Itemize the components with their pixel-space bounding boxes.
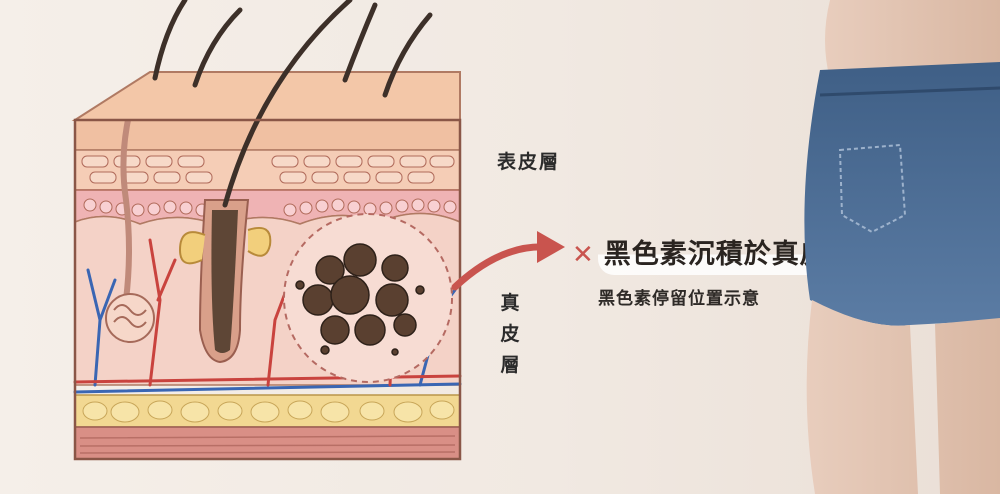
skin-cross-section	[71, 0, 462, 461]
melanin-deposit	[295, 243, 425, 356]
hair-root	[211, 210, 238, 353]
epidermis-label: 表皮層	[497, 151, 561, 173]
fat-cells	[82, 400, 455, 423]
stratum-corneum	[74, 119, 461, 151]
denim-shorts	[804, 62, 1000, 326]
dermis-label: 真 皮 層	[497, 288, 523, 381]
sweat-gland	[105, 293, 155, 343]
diagram-outline	[73, 118, 462, 461]
hair-strands	[152, 0, 433, 208]
dermis-label-char: 層	[500, 354, 520, 376]
dermis-label-char: 真	[500, 292, 520, 314]
muscle-fibers	[79, 435, 456, 454]
model-photo	[804, 0, 1000, 494]
waistband	[819, 86, 1000, 97]
callout-subtitle: 黑色素停留位置示意	[598, 289, 760, 309]
subcutaneous-layer	[74, 426, 461, 460]
basal-cells	[83, 198, 457, 217]
legs	[806, 300, 1000, 494]
sebaceous-gland	[178, 226, 272, 265]
dermis-label-char: 皮	[500, 323, 520, 345]
torso	[825, 0, 1000, 80]
sweat-duct	[120, 119, 132, 301]
close-icon: ✕	[572, 240, 594, 270]
callout-arrow	[451, 231, 565, 291]
pocket	[838, 143, 907, 234]
